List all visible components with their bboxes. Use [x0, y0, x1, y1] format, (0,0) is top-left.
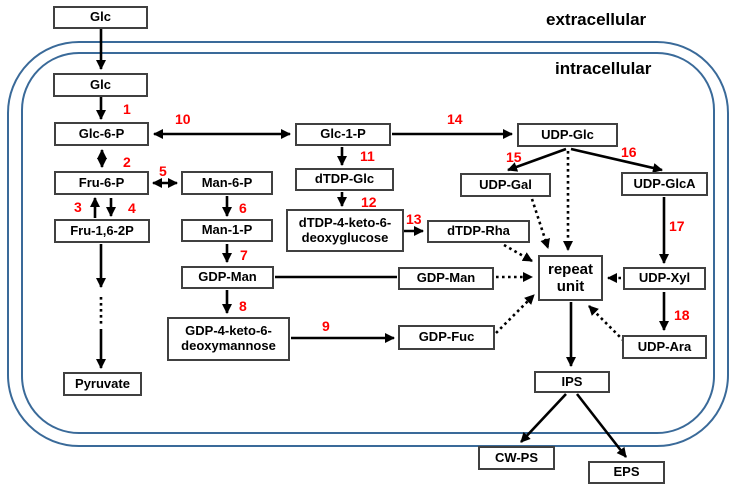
step-number-14: 14: [447, 111, 463, 127]
step-number-2: 2: [123, 154, 131, 170]
step-number-10: 10: [175, 111, 191, 127]
node-glc-1-p: Glc-1-P: [295, 123, 391, 146]
node-udp-glc: UDP-Glc: [517, 123, 618, 147]
node-cw-ps: CW-PS: [478, 446, 555, 470]
step-number-17: 17: [669, 218, 685, 234]
node-glc-6-p: Glc-6-P: [54, 122, 149, 146]
dotted-udpara-to-repeatunit: [588, 305, 625, 342]
node-pyruvate: Pyruvate: [63, 372, 142, 396]
arrow-udpglc-to-udpglca: [570, 147, 663, 173]
node-man-1-p: Man-1-P: [181, 219, 273, 242]
node-glc-intracellular: Glc: [53, 73, 148, 97]
intracellular-label: intracellular: [555, 59, 652, 78]
dotted-dtdprha-to-repeatunit: [503, 243, 533, 263]
extracellular-label: extracellular: [546, 10, 647, 29]
node-udp-glca: UDP-GlcA: [621, 172, 708, 196]
dotted-gdpfuc-to-repeatunit: [495, 294, 535, 334]
step-number-4: 4: [128, 200, 136, 216]
step-number-1: 1: [123, 101, 131, 117]
step-number-3: 3: [74, 199, 82, 215]
node-gdp-4-keto-6-deoxymannose: GDP-4-keto-6- deoxymannose: [167, 317, 290, 361]
arrow-ips-to-cwps: [520, 393, 567, 443]
step-number-8: 8: [239, 298, 247, 314]
arrow-udpglc-to-udpgal: [507, 147, 567, 172]
node-gdp-fuc: GDP-Fuc: [398, 325, 495, 350]
step-number-18: 18: [674, 307, 690, 323]
step-number-16: 16: [621, 144, 637, 160]
node-repeat-unit: repeat unit: [538, 255, 603, 301]
node-dtdp-glc: dTDP-Glc: [295, 168, 394, 191]
node-fru-6-p: Fru-6-P: [54, 171, 149, 195]
step-number-13: 13: [406, 211, 422, 227]
step-number-9: 9: [322, 318, 330, 334]
dotted-udpgal-to-repeatunit: [530, 198, 550, 249]
cell-membrane-inner-line: [21, 52, 715, 434]
node-glc-extracellular: Glc: [53, 6, 148, 29]
step-number-5: 5: [159, 163, 167, 179]
node-udp-xyl: UDP-Xyl: [623, 267, 706, 290]
node-gdp-man-left: GDP-Man: [181, 266, 274, 289]
step-number-11: 11: [360, 148, 375, 164]
node-eps: EPS: [588, 461, 665, 484]
node-man-6-p: Man-6-P: [181, 171, 273, 195]
step-number-6: 6: [239, 200, 247, 216]
step-number-7: 7: [240, 247, 248, 263]
step-number-15: 15: [506, 149, 522, 165]
node-gdp-man-right: GDP-Man: [398, 267, 494, 290]
node-udp-gal: UDP-Gal: [460, 173, 551, 197]
step-number-12: 12: [361, 194, 377, 210]
node-udp-ara: UDP-Ara: [622, 335, 707, 359]
node-dtdp-4-keto-6-deoxyglucose: dTDP-4-keto-6- deoxyglucose: [286, 209, 404, 252]
node-dtdp-rha: dTDP-Rha: [427, 220, 530, 243]
cell-membrane-outer-line: [7, 41, 729, 447]
node-fru-1-6-2p: Fru-1,6-2P: [54, 219, 150, 243]
node-ips: IPS: [534, 371, 610, 393]
arrow-ips-to-eps: [575, 393, 628, 458]
